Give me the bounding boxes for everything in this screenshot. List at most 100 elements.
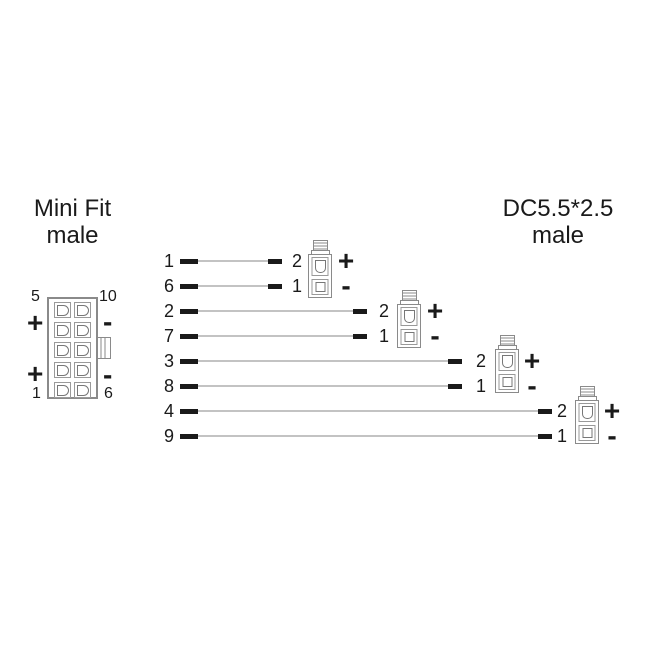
dc-plug-tip-icon <box>312 240 328 250</box>
pin-cavity <box>54 382 71 398</box>
wire-start-dash <box>180 383 198 389</box>
contact-pin-icon <box>502 377 512 387</box>
minifit-title-line2: male <box>46 222 99 249</box>
pin-cavity <box>74 342 91 358</box>
wire-end-dash <box>448 358 462 364</box>
wire-end-dash <box>353 333 367 339</box>
minifit-pin-number: 1 <box>163 251 174 271</box>
minifit-title-line1: Mini Fit <box>33 195 112 222</box>
pin-contact-icon <box>56 304 69 316</box>
pin-contact-icon <box>56 344 69 356</box>
dc-plug-body <box>495 349 519 393</box>
polarity-sign: - <box>430 320 440 351</box>
wire-line <box>198 385 448 387</box>
minifit-pin-number: 2 <box>163 301 174 321</box>
dc-plug-positive-contact <box>400 307 418 326</box>
wire-line <box>198 310 353 312</box>
pin-cavity <box>54 322 71 338</box>
pin-contact-icon <box>76 344 89 356</box>
polarity-sign: + <box>523 345 541 376</box>
wire-row: 4 2 + <box>0 395 650 426</box>
polarity-sign: + <box>603 395 621 426</box>
polarity-sign: - <box>607 420 617 451</box>
pin-contact-icon <box>56 364 69 376</box>
dc-plug-flange <box>399 300 419 304</box>
contact-pin-icon <box>314 260 326 273</box>
dc-plug-flange <box>310 250 330 254</box>
wire-end-dash <box>448 383 462 389</box>
minifit-pin-number: 4 <box>163 401 174 421</box>
pin-cavity <box>74 302 91 318</box>
polarity-sign: + <box>337 245 355 276</box>
pin-contact-icon <box>56 324 69 336</box>
dc-plug-flange <box>497 345 517 349</box>
contact-pin-icon <box>403 310 415 323</box>
wire-line <box>198 410 538 412</box>
dc-title-line1: DC5.5*2.5 <box>502 195 614 222</box>
minifit-pin-number: 7 <box>163 326 174 346</box>
wire-row: 8 1 - <box>0 370 650 401</box>
contact-pin-icon <box>582 428 592 438</box>
contact-pin-icon <box>315 282 325 292</box>
dc-plug-tip-icon <box>579 386 595 396</box>
dc-plug-tip-icon <box>401 290 417 300</box>
minifit-connector <box>47 297 98 399</box>
minifit-corner-label-bottom-right: 6 <box>104 385 113 402</box>
dc-pin-number: 2 <box>378 301 389 321</box>
dc-pin-number: 1 <box>556 426 567 446</box>
minifit-pin-number: 8 <box>163 376 174 396</box>
dc-title: DC5.5*2.5 male <box>480 195 636 249</box>
wire-end-dash <box>538 433 552 439</box>
wire-start-dash <box>180 258 198 264</box>
dc-pin-number: 1 <box>378 326 389 346</box>
dc-plug-negative-contact <box>311 279 329 295</box>
wire-end-dash <box>268 283 282 289</box>
dc-plug-tip-icon <box>499 335 515 345</box>
wire-start-dash <box>180 333 198 339</box>
dc-plug-body <box>308 254 332 298</box>
minifit-corner-label-top-left: 5 <box>31 288 40 305</box>
minifit-corner-label-bottom-left: 1 <box>32 385 41 402</box>
wire-start-dash <box>180 283 198 289</box>
wire-line <box>198 335 353 337</box>
pin-cavity <box>54 302 71 318</box>
dc-plug <box>397 290 421 348</box>
contact-pin-icon <box>404 332 414 342</box>
pin-contact-icon <box>76 324 89 336</box>
minifit-corner-label-top-right: 10 <box>99 288 117 305</box>
dc-plug-negative-contact <box>498 374 516 390</box>
dc-pin-number: 2 <box>556 401 567 421</box>
wire-row: 7 1 - <box>0 320 650 351</box>
polarity-sign: + <box>426 295 444 326</box>
pin-cavity <box>54 362 71 378</box>
wire-start-dash <box>180 358 198 364</box>
pin-cavity <box>74 322 91 338</box>
pin-contact-icon <box>76 384 89 396</box>
minifit-polarity-upper-right: - <box>103 306 113 337</box>
dc-pin-number: 1 <box>475 376 486 396</box>
dc-pin-number: 1 <box>291 276 302 296</box>
connector-latch-icon <box>97 337 111 359</box>
minifit-polarity-lower-right: - <box>103 359 113 390</box>
polarity-sign: - <box>341 270 351 301</box>
pin-contact-icon <box>76 304 89 316</box>
dc-plug-body <box>575 400 599 444</box>
polarity-sign: - <box>527 370 537 401</box>
wire-row: 2 2 + <box>0 295 650 326</box>
dc-plug-body <box>397 304 421 348</box>
wire-row: 6 1 - <box>0 270 650 301</box>
dc-plug-positive-contact <box>578 403 596 422</box>
dc-plug <box>308 240 332 298</box>
dc-plug-positive-contact <box>498 352 516 371</box>
wire-end-dash <box>268 258 282 264</box>
wire-line <box>198 435 538 437</box>
dc-plug <box>575 386 599 444</box>
dc-pin-number: 2 <box>291 251 302 271</box>
dc-plug-flange <box>577 396 597 400</box>
contact-pin-icon <box>581 406 593 419</box>
minifit-title: Mini Fit male <box>15 195 130 249</box>
contact-pin-icon <box>501 355 513 368</box>
wire-line <box>198 360 448 362</box>
minifit-polarity-lower-left: + <box>27 358 44 389</box>
